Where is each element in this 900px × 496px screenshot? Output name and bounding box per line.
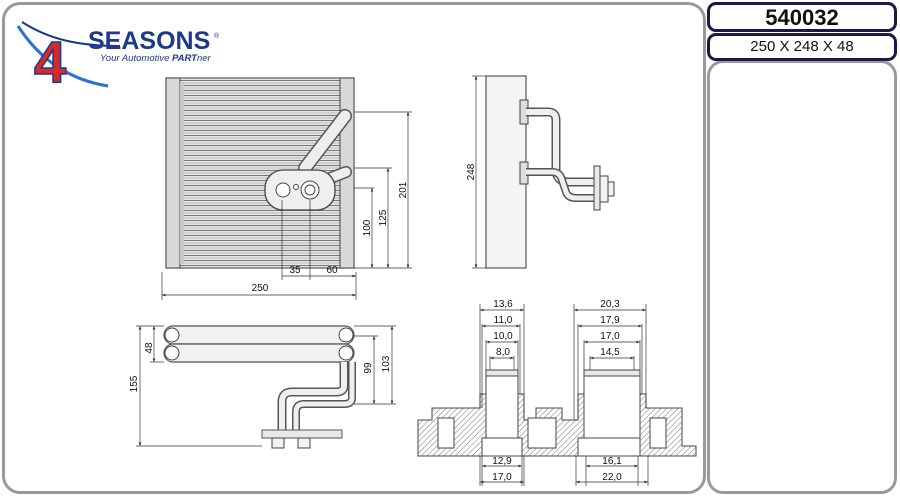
dim-248: 248 xyxy=(466,163,477,180)
logo-name: SEASONS xyxy=(88,27,210,55)
side-view xyxy=(472,75,615,269)
dim-left-bottom-2: 17,0 xyxy=(492,472,512,483)
dim-right-bottom-2: 22,0 xyxy=(602,472,622,483)
dim-left-bottom-1: 12,9 xyxy=(492,456,512,467)
dim-48: 48 xyxy=(144,342,155,354)
front-view xyxy=(161,77,412,300)
dim-right-top-2: 17,9 xyxy=(600,315,620,326)
part-number: 540032 xyxy=(707,2,897,32)
dim-left-top-3: 10,0 xyxy=(493,331,513,342)
dim-right-top-3: 17,0 xyxy=(600,331,620,342)
flange-section xyxy=(417,369,697,457)
dim-right-bottom-1: 16,1 xyxy=(602,456,622,467)
brand-logo: 4 SEASONS ® Your Automotive PARTner xyxy=(16,21,220,96)
dim-103: 103 xyxy=(381,355,392,372)
info-sidebar xyxy=(707,60,897,494)
dim-125: 125 xyxy=(378,209,389,226)
flange-section-dims xyxy=(479,304,649,486)
dim-250: 250 xyxy=(252,283,269,294)
dim-201: 201 xyxy=(398,181,409,198)
dim-60: 60 xyxy=(326,265,338,276)
dim-99: 99 xyxy=(363,362,374,374)
part-dimensions: 250 X 248 X 48 xyxy=(707,33,897,61)
logo-tagline: Your Automotive PARTner xyxy=(100,53,212,64)
dim-left-top-4: 8,0 xyxy=(496,347,510,358)
dim-left-top-2: 11,0 xyxy=(494,315,513,326)
dim-left-top-1: 13,6 xyxy=(493,299,513,310)
dim-155: 155 xyxy=(129,375,140,392)
dim-right-top-1: 20,3 xyxy=(600,299,620,310)
dim-100: 100 xyxy=(362,219,373,236)
logo-numeral: 4 xyxy=(34,30,66,95)
dim-right-top-4: 14,5 xyxy=(600,347,620,358)
dim-35: 35 xyxy=(289,265,301,276)
logo-registered: ® xyxy=(214,32,220,40)
top-view xyxy=(136,325,396,449)
